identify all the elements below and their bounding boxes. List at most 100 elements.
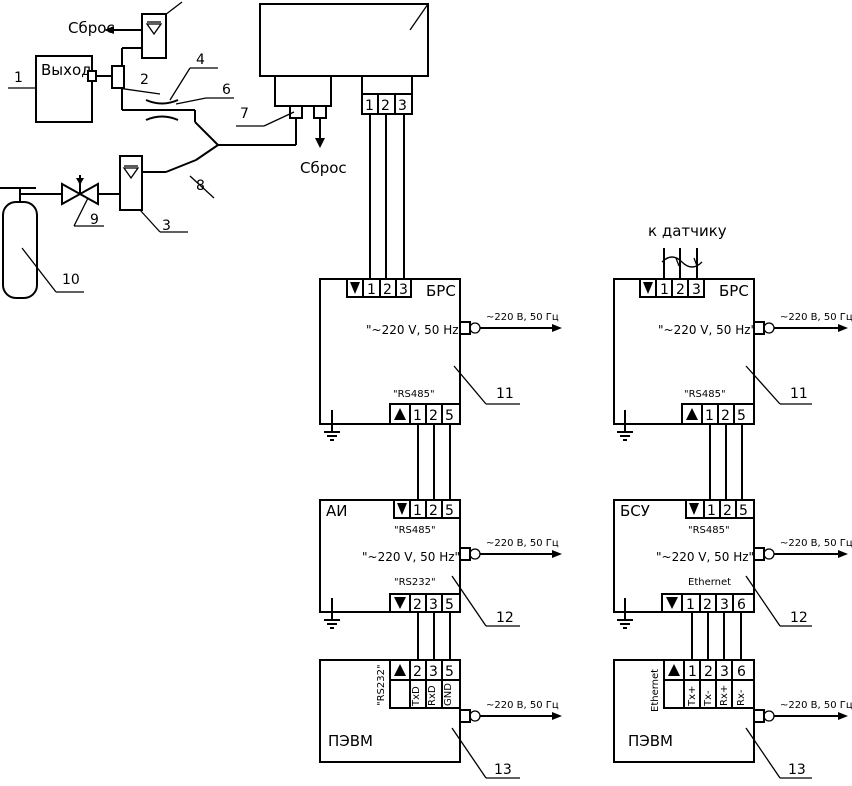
svg-text:2: 2 [723, 503, 732, 519]
svg-text:2: 2 [429, 408, 438, 424]
svg-text:Ethernet: Ethernet [688, 577, 731, 588]
callouts-pneumatic: 1 2 3 4 6 7 8 9 10 [8, 1, 429, 293]
svg-text:БРС: БРС [719, 282, 749, 300]
svg-text:4: 4 [196, 52, 205, 68]
brs-left: 1 2 3 БРС "~220 V, 50 Hz" "RS485" 1 2 5 … [319, 278, 562, 441]
rotameter-3 [119, 155, 197, 211]
svg-text:11: 11 [496, 386, 514, 402]
svg-text:3: 3 [720, 664, 729, 680]
svg-text:ПЭВМ: ПЭВМ [628, 732, 673, 750]
svg-text:"RS232": "RS232" [376, 664, 387, 706]
svg-text:"~220 V, 50 Hz": "~220 V, 50 Hz" [658, 323, 756, 337]
svg-text:8: 8 [196, 178, 205, 194]
svg-text:9: 9 [90, 212, 99, 228]
svg-text:~220 В, 50 Гц: ~220 В, 50 Гц [780, 538, 852, 549]
svg-text:3: 3 [429, 664, 438, 680]
svg-text:TxD: TxD [411, 686, 422, 707]
reset-mid-label: Сброс [300, 159, 347, 177]
svg-text:3: 3 [692, 282, 701, 298]
svg-text:2: 2 [381, 98, 390, 114]
svg-text:3: 3 [398, 98, 407, 114]
svg-text:RxD: RxD [427, 685, 438, 706]
svg-text:Ethernet: Ethernet [650, 669, 661, 712]
brs-right: 1 2 3 БРС "~220 V, 50 Hz" "RS485" 1 2 5 … [613, 278, 852, 441]
tee-junction [194, 118, 297, 161]
cable-ai-pc [417, 612, 451, 660]
svg-text:5: 5 [445, 408, 454, 424]
svg-text:12: 12 [496, 610, 514, 626]
svg-text:Tx+: Tx+ [687, 686, 698, 707]
svg-text:5: 5 [445, 597, 454, 613]
svg-text:3: 3 [399, 282, 408, 298]
svg-text:Rx+: Rx+ [719, 685, 730, 706]
svg-text:~220 В, 50 Гц: ~220 В, 50 Гц [486, 312, 559, 323]
svg-text:10: 10 [62, 272, 80, 288]
svg-text:"~220 V, 50 Hz": "~220 V, 50 Hz" [366, 323, 464, 337]
gas-analyzer: Сброс 1 2 3 [259, 3, 429, 177]
svg-text:11: 11 [790, 386, 808, 402]
rotameter-2: Сброс [68, 13, 167, 89]
svg-text:1: 1 [413, 408, 422, 424]
svg-text:~220 В, 50 Гц: ~220 В, 50 Гц [486, 700, 559, 711]
exit-label: Выход [41, 61, 92, 79]
svg-text:1: 1 [365, 98, 374, 114]
sensor-leads: к датчику [648, 222, 727, 279]
svg-text:GND: GND [443, 683, 454, 706]
cable-bsu-pc [691, 612, 742, 660]
svg-text:Rx-: Rx- [736, 689, 747, 706]
svg-text:1: 1 [705, 408, 714, 424]
svg-text:3: 3 [162, 218, 171, 234]
bsu-block: 1 2 5 БСУ "RS485" "~220 V, 50 Hz" Ethern… [613, 499, 852, 629]
cable-brs-bsu [709, 424, 743, 500]
flow-restrictor [121, 80, 196, 122]
svg-text:6: 6 [737, 664, 746, 680]
svg-text:2: 2 [413, 664, 422, 680]
svg-text:"RS485": "RS485" [394, 525, 436, 536]
svg-text:~220 В, 50 Гц: ~220 В, 50 Гц [780, 700, 852, 711]
svg-text:БРС: БРС [426, 282, 456, 300]
svg-text:"RS485": "RS485" [688, 525, 730, 536]
svg-text:2: 2 [429, 503, 438, 519]
svg-text:13: 13 [494, 762, 512, 778]
svg-text:"~220 V, 50 Hz": "~220 V, 50 Hz" [656, 550, 754, 564]
svg-text:2: 2 [676, 282, 685, 298]
svg-text:БСУ: БСУ [620, 502, 650, 520]
svg-text:1: 1 [660, 282, 669, 298]
svg-text:5: 5 [737, 408, 746, 424]
cable-analyzer-brs [369, 114, 405, 279]
svg-text:Tx-: Tx- [703, 690, 714, 707]
svg-text:АИ: АИ [326, 502, 347, 520]
svg-text:ПЭВМ: ПЭВМ [328, 732, 373, 750]
svg-text:7: 7 [240, 106, 249, 122]
svg-text:1: 1 [367, 282, 376, 298]
svg-text:2: 2 [140, 72, 149, 88]
svg-text:к датчику: к датчику [648, 222, 727, 240]
svg-text:1: 1 [14, 70, 23, 86]
svg-text:~220 В, 50 Гц: ~220 В, 50 Гц [486, 538, 559, 549]
svg-text:6: 6 [737, 597, 746, 613]
svg-text:1: 1 [413, 503, 422, 519]
svg-text:13: 13 [788, 762, 806, 778]
reset-top-label: Сброс [68, 19, 115, 37]
svg-text:1: 1 [688, 664, 697, 680]
svg-text:"RS232": "RS232" [394, 577, 436, 588]
cable-brs-ai-left [417, 424, 451, 500]
svg-text:5: 5 [445, 503, 454, 519]
svg-text:"RS485": "RS485" [684, 389, 726, 400]
svg-text:2: 2 [383, 282, 392, 298]
svg-text:2: 2 [413, 597, 422, 613]
svg-text:1: 1 [707, 503, 716, 519]
ai-block: 1 2 5 АИ "RS485" "~220 V, 50 Hz" "RS232"… [319, 499, 562, 629]
pc-left: 2 3 5 TxD RxD GND "RS232" ПЭВМ ~220 В, 5… [319, 659, 562, 779]
svg-text:2: 2 [721, 408, 730, 424]
svg-text:1: 1 [686, 597, 695, 613]
svg-text:5: 5 [739, 503, 748, 519]
svg-text:"~220 V, 50 Hz": "~220 V, 50 Hz" [362, 550, 460, 564]
svg-text:5: 5 [445, 664, 454, 680]
svg-text:3: 3 [429, 597, 438, 613]
pc-right: 1 2 3 6 Tx+ Tx- Rx+ Rx- Ethernet ПЭВМ ~2… [613, 659, 852, 779]
svg-text:12: 12 [790, 610, 808, 626]
svg-text:~220 В, 50 Гц: ~220 В, 50 Гц [780, 312, 852, 323]
